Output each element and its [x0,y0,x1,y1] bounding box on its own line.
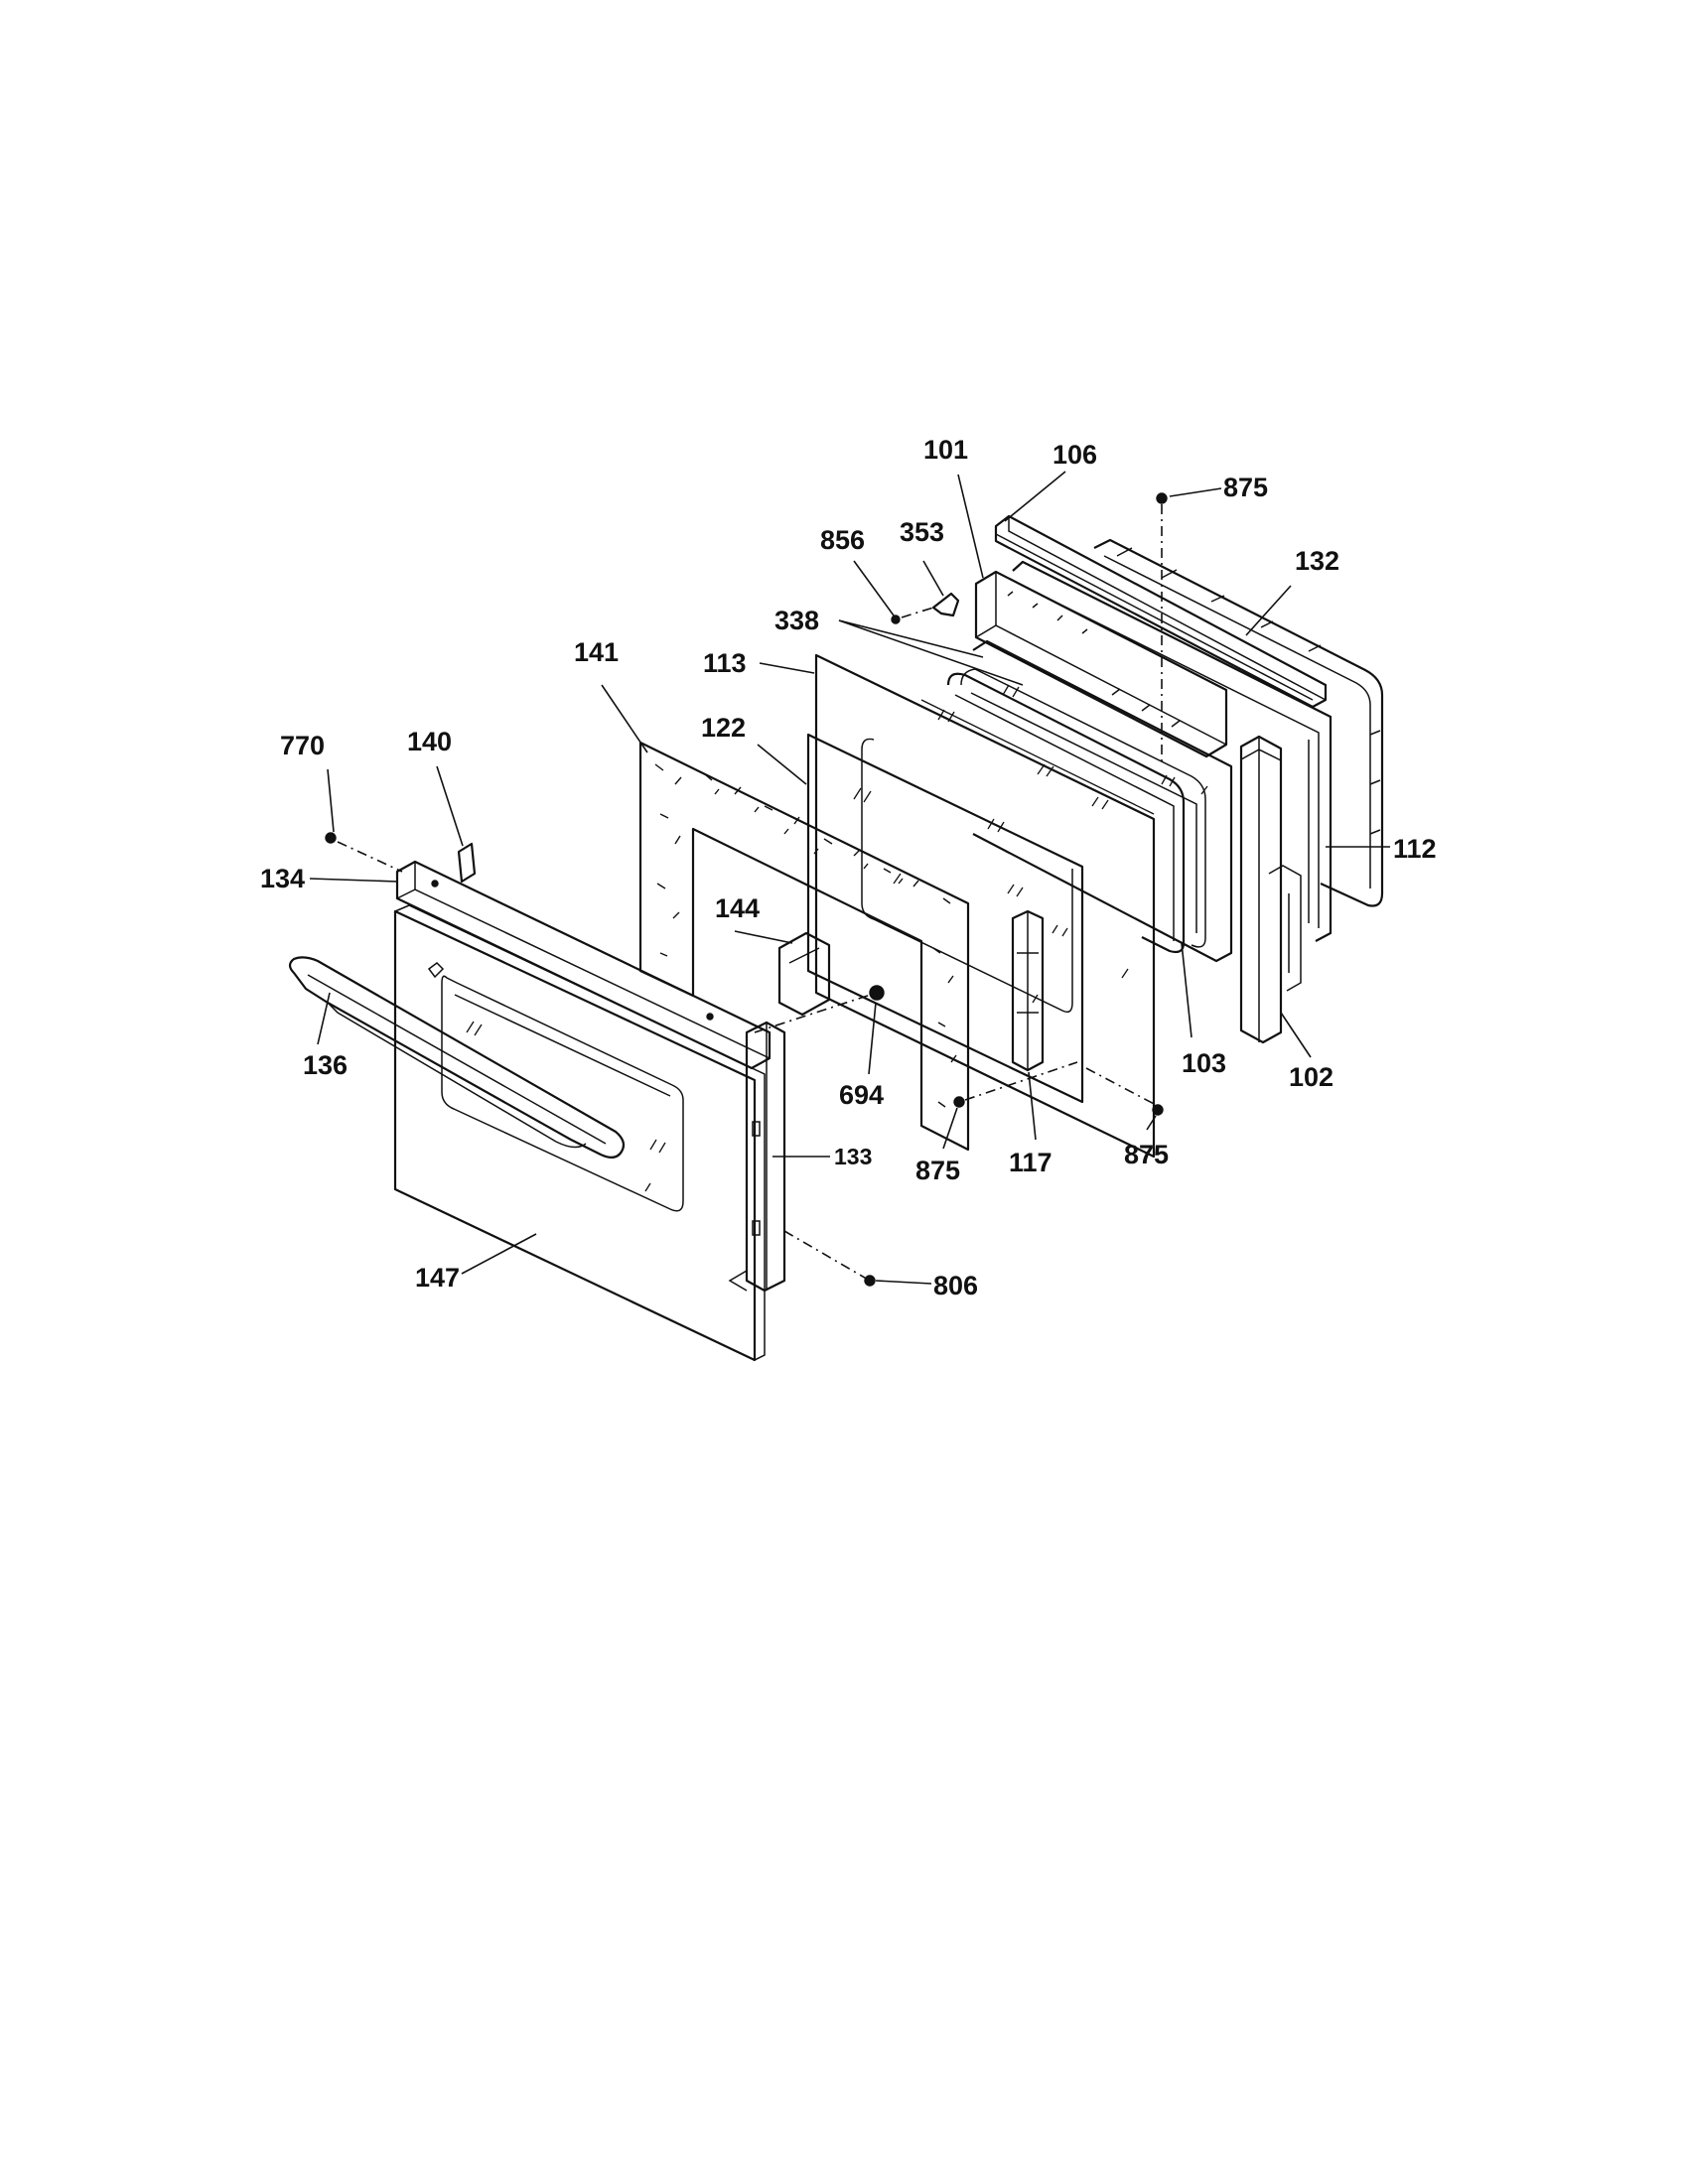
callout-353: 353 [900,517,944,547]
door-liner-frame-112 [1093,538,1384,907]
callout-140: 140 [407,727,452,756]
callout-133: 133 [834,1144,872,1169]
callout-770: 770 [280,731,325,760]
insulation-frame-141 [638,741,970,1152]
callout-338: 338 [774,606,819,635]
side-channel-102 [1239,735,1302,1044]
handle-136 [288,956,626,1159]
callout-806: 806 [933,1271,978,1300]
screw-770 [325,832,337,844]
callout-856: 856 [820,525,865,555]
callout-112: 112 [1393,834,1437,864]
callout-875-right: 875 [1124,1140,1169,1169]
screw-856 [891,614,901,624]
screw-694 [869,985,885,1001]
callout-875-left: 875 [915,1156,960,1185]
callout-labels: 101 106 875 856 353 132 338 141 113 122 … [260,435,1437,1300]
callout-102: 102 [1289,1062,1333,1092]
callout-134: 134 [260,864,305,893]
top-trim-134 [395,860,772,1070]
callout-122: 122 [701,713,746,743]
wire-frame-338 [946,672,1186,954]
callout-103: 103 [1182,1048,1226,1078]
bracket-353 [931,592,960,617]
door-back-panel-132 [1012,560,1333,942]
callout-136: 136 [303,1050,348,1080]
callout-117: 117 [1009,1148,1052,1177]
callout-147: 147 [415,1263,460,1293]
callout-113: 113 [703,648,747,678]
screw-875-top [1156,492,1168,504]
outer-door-panel-147 [393,904,766,1362]
callout-132: 132 [1295,546,1339,576]
bracket-117 [1011,909,1045,1072]
callout-141: 141 [574,637,619,667]
callout-694: 694 [839,1080,884,1110]
leader-lines [309,471,1390,1285]
callout-101: 101 [923,435,968,465]
side-trim-133 [728,1021,786,1293]
screws [325,492,1168,1287]
top-channel-106 [994,514,1328,709]
rear-glass-103 [960,639,1233,963]
assembly-lines [337,504,1163,1282]
screw-875-right [1152,1104,1164,1116]
hinge-plate-144 [777,931,831,1017]
inner-glass-113 [814,653,1156,1159]
callout-875-top: 875 [1223,473,1268,502]
screw-806 [864,1275,876,1287]
callout-144: 144 [715,893,760,923]
clip-140 [457,842,477,884]
screw-875-left [953,1096,965,1108]
callout-106: 106 [1052,440,1097,470]
insulation-101 [974,570,1228,758]
